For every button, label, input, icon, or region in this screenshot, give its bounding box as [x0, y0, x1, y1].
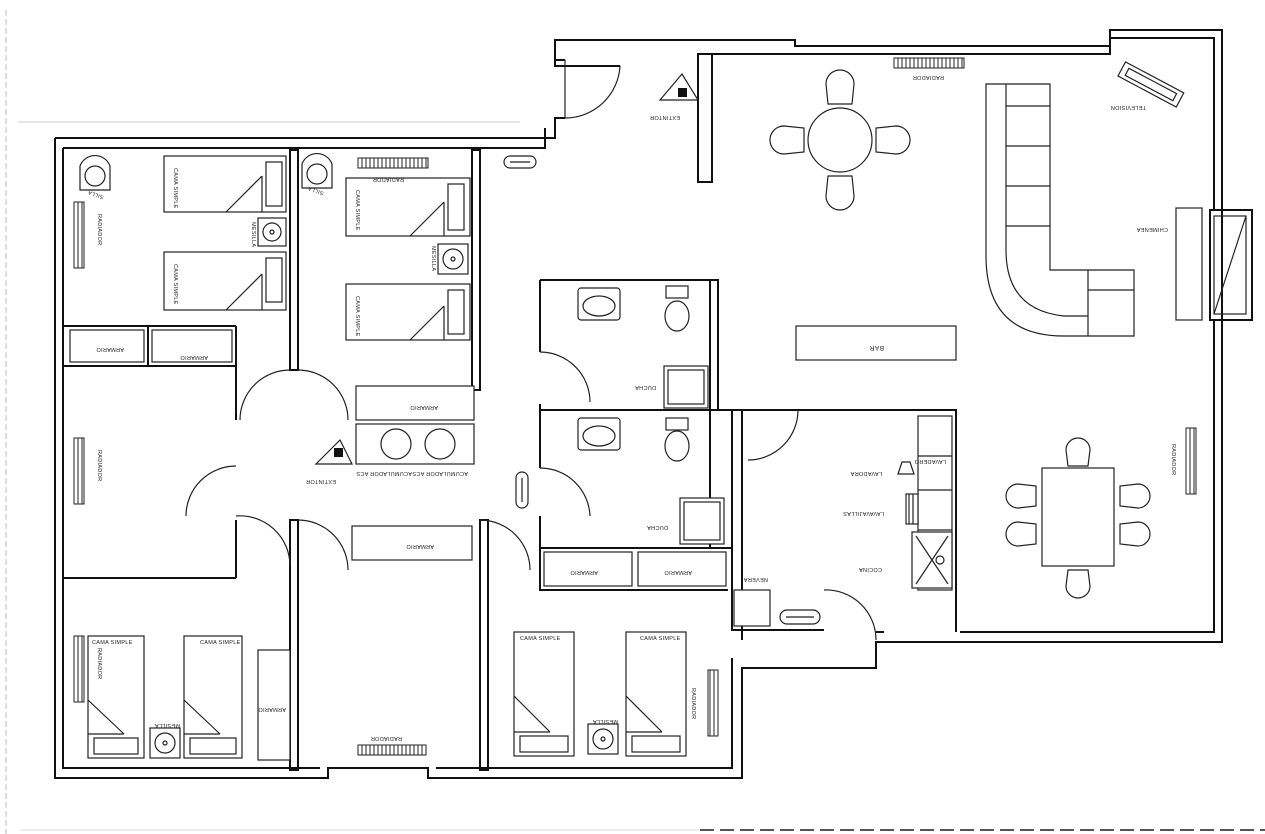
label-armario: ARMARIO	[406, 543, 434, 549]
bedroom-1	[79, 154, 287, 311]
label-cama-simple: CAMA SIMPLE	[172, 264, 178, 305]
outer-walls	[54, 29, 1253, 779]
label-acumulador-acs: ACUMULADOR ACS	[356, 470, 412, 476]
label-radiador: RADIADOR	[1170, 444, 1176, 475]
label-armario: ARMARIO	[258, 706, 286, 712]
label-armario: ARMARIO	[570, 569, 598, 575]
label-radiador: RADIADOR	[913, 74, 944, 80]
label-cama-simple: CAMA SIMPLE	[354, 190, 360, 231]
label-mesilla: MESILLA	[593, 718, 618, 724]
label-armario: ARMARIO	[180, 354, 208, 360]
label-armario: ARMARIO	[664, 569, 692, 575]
kitchen	[733, 415, 953, 627]
label-radiador: RADIADOR	[96, 450, 102, 481]
closets-left	[69, 329, 233, 363]
label-mesilla: MESILLA	[155, 722, 180, 728]
radiators	[73, 57, 1197, 756]
label-silla: SILLA	[87, 188, 105, 199]
extinguishers	[314, 72, 700, 465]
label-ducha: DUCHA	[635, 384, 656, 390]
label-cocina: COCINA	[859, 566, 882, 572]
label-radiador: RADIADOR	[373, 176, 404, 182]
label-radiador: RADIADOR	[96, 214, 102, 245]
label-radiador: RADIADOR	[690, 688, 696, 719]
labels: RADIADOR RADIADOR RADIADOR RADIADOR RADI…	[87, 74, 1176, 741]
label-cama-simple: CAMA SIMPLE	[640, 636, 681, 642]
label-mesilla: MESILLA	[430, 246, 436, 271]
label-chimenea: CHIMENEA	[1137, 226, 1168, 232]
label-silla: SILLA	[307, 184, 325, 195]
label-cama-simple: CAMA SIMPLE	[354, 296, 360, 337]
label-mesilla: MESILLA	[250, 222, 256, 247]
bedroom-4	[351, 525, 473, 561]
label-cama-simple: CAMA SIMPLE	[520, 636, 561, 642]
bathroom-1	[577, 285, 709, 409]
label-nevera: NEVERA	[744, 576, 768, 582]
label-extintor: EXTINTOR	[306, 478, 336, 484]
label-lavavajillas: LAVAVAJILLAS	[843, 510, 884, 516]
fixtures	[503, 155, 537, 509]
label-radiador: RADIADOR	[371, 735, 402, 741]
label-acumulador-acs: ACUMULADOR ACS	[412, 470, 468, 476]
bedroom-3	[87, 635, 291, 761]
page-frame	[5, 10, 1265, 834]
bedroom-2	[301, 152, 475, 465]
label-radiador: RADIADOR	[96, 648, 102, 679]
label-armario: ARMARIO	[410, 404, 438, 410]
label-ducha: DUCHA	[647, 524, 668, 530]
doors	[185, 351, 877, 641]
label-lavadora: LAVADORA	[850, 470, 882, 476]
label-cama-simple: CAMA SIMPLE	[92, 640, 133, 646]
entry-door	[564, 60, 621, 119]
label-lavadero: LAVADERO	[914, 458, 946, 464]
label-television: TELEVISION	[1111, 104, 1146, 110]
label-cama-simple: CAMA SIMPLE	[172, 168, 178, 209]
label-extintor: EXTINTOR	[650, 114, 680, 120]
label-bar: BAR	[869, 344, 884, 351]
living-room	[769, 61, 1185, 599]
bathroom-2	[577, 417, 725, 545]
bedroom-5	[513, 551, 727, 757]
label-armario: ARMARIO	[96, 346, 124, 352]
label-cama-simple: CAMA SIMPLE	[200, 640, 241, 646]
